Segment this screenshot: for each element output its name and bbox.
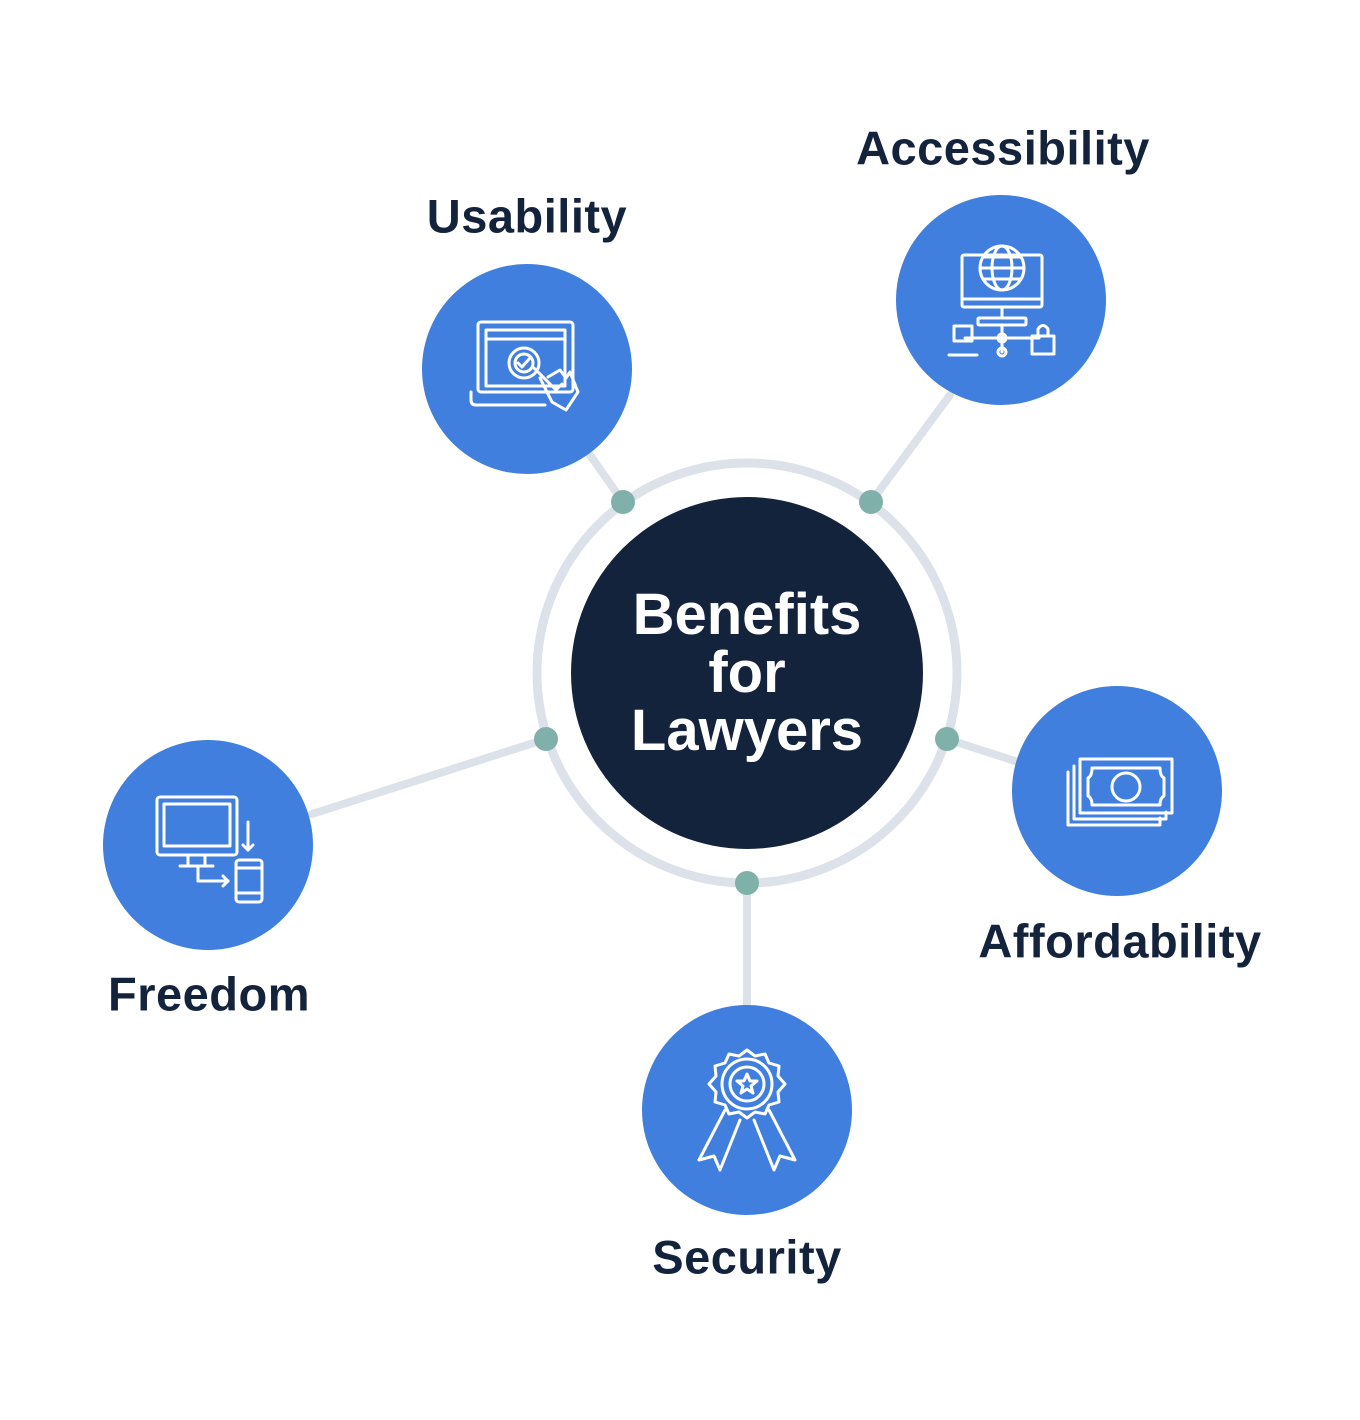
hub-title-line-1: Benefits	[632, 582, 862, 647]
node-affordability	[1012, 686, 1222, 896]
hub-title-line-2: for	[708, 640, 786, 705]
label-accessibility: Accessibility	[856, 121, 1150, 175]
dot-affordability	[935, 727, 959, 751]
dot-usability	[611, 490, 635, 514]
connector-accessibility	[867, 391, 954, 506]
node-freedom	[103, 740, 313, 950]
hub-title: Benefits for Lawyers	[631, 586, 863, 760]
monitor-to-phone-icon	[155, 795, 264, 904]
connector-freedom	[308, 735, 550, 818]
node-usability	[422, 264, 632, 474]
node-usability-circle	[422, 264, 632, 474]
dot-security	[735, 871, 759, 895]
globe-network-icon	[947, 244, 1056, 358]
node-security	[642, 1005, 852, 1215]
label-affordability: Affordability	[978, 914, 1262, 968]
node-affordability-circle	[1012, 686, 1222, 896]
dot-freedom	[534, 727, 558, 751]
connector-affordability	[943, 735, 1022, 766]
dot-accessibility	[859, 490, 883, 514]
node-accessibility	[896, 195, 1106, 405]
label-freedom: Freedom	[108, 967, 310, 1021]
hub-circle	[571, 497, 923, 849]
laptop-check-hand-icon	[469, 320, 580, 412]
label-security: Security	[652, 1230, 842, 1284]
label-usability: Usability	[426, 189, 628, 243]
hub-title-line-3: Lawyers	[630, 698, 864, 763]
award-ribbon-icon	[697, 1048, 797, 1172]
connector-dots	[534, 490, 959, 895]
cash-stack-icon	[1066, 757, 1174, 827]
